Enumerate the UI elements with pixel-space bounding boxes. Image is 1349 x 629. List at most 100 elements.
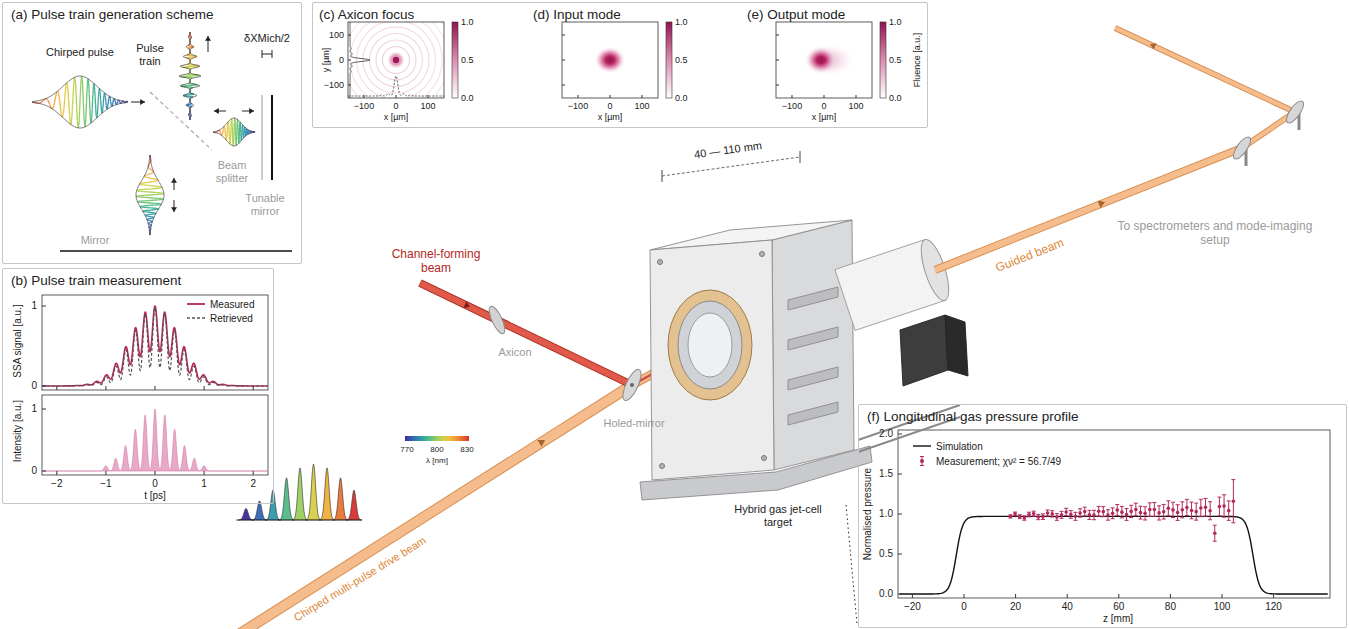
- slot: [788, 327, 838, 350]
- wave-segment: [150, 218, 152, 220]
- wave-segment: [81, 76, 83, 79]
- wave-segment: [148, 188, 152, 190]
- wave-segment: [223, 128, 224, 130]
- figure-shape: [1129, 517, 1133, 518]
- wave-segment: [189, 45, 191, 47]
- output-beam: [1115, 28, 1295, 112]
- wave-segment: [105, 102, 107, 106]
- tick: [56, 471, 57, 475]
- wave-segment: [219, 130, 220, 132]
- wave-segment: [86, 99, 88, 108]
- figure-shape: [1217, 497, 1221, 498]
- figure-label: 60: [1113, 601, 1124, 613]
- measurement-point: [1036, 514, 1040, 519]
- axicon-ring: [376, 40, 416, 80]
- wave-segment: [138, 190, 140, 192]
- wave-segment: [150, 169, 152, 171]
- figure-label: 100: [1214, 601, 1231, 613]
- pulse-envelope: [136, 155, 150, 235]
- figure-label: Channel-forming beam: [386, 248, 486, 276]
- figure-label: 0: [821, 101, 826, 111]
- figure-label: 770: [400, 445, 413, 454]
- figure-shape: [1027, 513, 1031, 517]
- wave-segment: [236, 140, 237, 143]
- wave-segment: [155, 188, 158, 190]
- measurement-point: [1185, 499, 1189, 515]
- wave-segment: [116, 103, 118, 104]
- wave-segment: [72, 91, 74, 98]
- figure-shape: [1231, 522, 1235, 523]
- figure-shape: [1060, 511, 1064, 512]
- figure-shape: [1101, 516, 1105, 517]
- wave-segment: [150, 220, 151, 222]
- tick: [396, 95, 397, 98]
- plot-frame: [42, 295, 268, 390]
- wave-segment: [63, 106, 65, 110]
- measurement-point: [1013, 512, 1017, 516]
- arrow-head: [205, 36, 211, 41]
- axicon-ring: [363, 27, 429, 93]
- figure-shape: [1041, 515, 1045, 519]
- wave-segment: [47, 99, 49, 101]
- panel-heading: (b) Pulse train measurement: [11, 273, 265, 289]
- wave-segment: [231, 122, 232, 125]
- wave-segment: [142, 202, 146, 204]
- pulse-envelope: [190, 32, 201, 120]
- wave-segment: [229, 133, 230, 136]
- tick: [856, 95, 857, 98]
- legend-sample: [186, 299, 206, 309]
- wave-segment: [59, 98, 61, 101]
- figure-shape: [1101, 506, 1105, 507]
- figure-shape: [1162, 519, 1166, 520]
- wave-segment: [102, 103, 104, 107]
- figure-shape: [1046, 511, 1050, 515]
- wave-segment: [233, 141, 234, 144]
- measurement-point: [1060, 511, 1064, 518]
- wave-segment: [148, 216, 150, 218]
- figure-label: Holed-mirror: [603, 417, 664, 430]
- wave-segment: [236, 131, 237, 136]
- wave-segment: [151, 178, 153, 180]
- wave-segment: [140, 200, 144, 202]
- panel-heading: (f) Longitudinal gas pressure profile: [867, 409, 1338, 425]
- wave-segment: [157, 186, 159, 188]
- wave-segment: [154, 197, 158, 199]
- tick: [898, 554, 902, 555]
- figure-label: 0.0: [675, 93, 688, 103]
- wave-segment: [72, 105, 74, 112]
- tick: [428, 95, 429, 98]
- figure-panel: (c) Axicon focus(d) Input mode(e) Output…: [312, 2, 928, 128]
- figure-shape: [1231, 479, 1235, 480]
- figure-shape: [1134, 508, 1138, 512]
- wave-segment: [185, 66, 191, 68]
- wave-segment: [146, 215, 148, 217]
- wave-segment: [238, 140, 239, 142]
- wave-segment: [151, 207, 154, 209]
- figure-shape: [1041, 519, 1045, 520]
- figure-shape: [1176, 504, 1180, 505]
- figure-shape: [1050, 512, 1054, 516]
- measurement-point: [1106, 510, 1110, 520]
- slot: [788, 402, 838, 425]
- wave-segment: [146, 211, 149, 213]
- figure-shape: [1134, 503, 1138, 504]
- wave-segment: [112, 101, 114, 103]
- wave-segment: [188, 55, 191, 57]
- wave-segment: [110, 99, 112, 101]
- measurement-point: [1078, 509, 1082, 517]
- figure-shape: [1064, 515, 1068, 516]
- figure-label: −100: [354, 101, 374, 111]
- axicon-ring: [348, 22, 444, 98]
- wave-segment: [89, 94, 91, 102]
- wave-segment: [244, 130, 245, 132]
- wave-segment: [98, 92, 100, 97]
- wave-segment: [71, 111, 73, 117]
- wave-segment: [151, 172, 153, 174]
- figure-shape: [1036, 519, 1040, 520]
- figure-label: 0: [339, 55, 344, 65]
- tick: [898, 514, 902, 515]
- figure-label: t [ps]: [144, 490, 166, 502]
- wave-segment: [189, 96, 192, 98]
- wave-segment: [141, 195, 145, 197]
- dimension-tick: [662, 170, 663, 182]
